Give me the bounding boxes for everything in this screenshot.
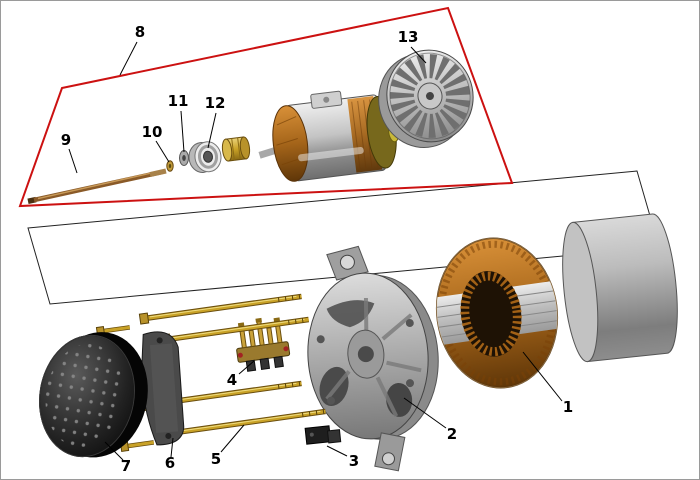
rotor-group-highlight-outline [18,6,514,208]
part-label-12: 12 [205,94,226,112]
stator [432,237,562,389]
voltage-regulator [141,331,185,446]
bearing [188,141,222,173]
rear-cover-cylinder [562,213,678,363]
shaft [27,168,167,204]
rectifier-plate [236,317,291,372]
part-label-2: 2 [447,425,457,443]
part-label-4: 4 [227,371,237,389]
part-label-8: 8 [135,23,145,41]
rear-plastic-cover [39,332,148,458]
part-label-10: 10 [142,123,163,141]
part-label-9: 9 [61,131,71,149]
front-housing [307,245,439,472]
cooling-fan [378,49,474,148]
through-bolt-1 [138,293,302,325]
leader-lines [68,41,563,461]
part-label-6: 6 [165,454,175,472]
part-label-1: 1 [563,398,573,416]
spacer-collar [221,136,251,162]
part-label-3: 3 [349,452,359,470]
brush-holder [304,425,342,445]
washer-small [166,160,174,172]
spacer-washer [179,150,189,166]
part-label-13: 13 [398,28,419,46]
part-label-7: 7 [121,457,131,475]
short-screw-2 [119,440,155,452]
part-label-11: 11 [168,92,189,110]
rotor-assembly [258,90,424,182]
housing-top-ear [326,245,369,281]
part-label-5: 5 [211,450,221,468]
part-callouts: 1 2 3 4 5 6 7 8 9 10 11 12 13 [61,23,573,475]
housing-bottom-lug [374,432,406,472]
